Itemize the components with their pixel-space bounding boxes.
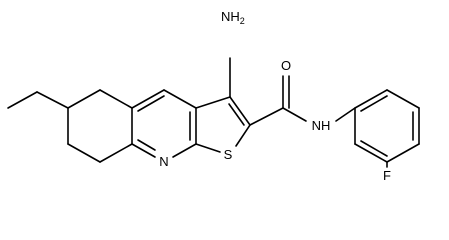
label-thiophene-sulfur: S xyxy=(224,147,233,162)
bond-thio-2-inner xyxy=(228,103,245,126)
bond-sat-2 xyxy=(99,89,133,109)
bond-ar-5-inner xyxy=(360,140,388,157)
bond-ar-1-inner xyxy=(360,95,388,112)
bond-pyr-5 xyxy=(131,143,156,158)
bond-pyr-5-inner xyxy=(137,139,156,151)
bond-sat-1 xyxy=(67,89,101,109)
label-carbonyl-oxygen: O xyxy=(281,58,291,73)
bond-thio-2 xyxy=(229,96,251,126)
bond-ar-4 xyxy=(386,143,420,163)
bond-ethyl-ch2 xyxy=(36,91,69,109)
bond-n-aryl xyxy=(335,107,356,122)
molecule-structure: NH2 O NH N S F xyxy=(7,9,420,183)
bond-thio-4 xyxy=(195,143,221,153)
bond-amide-n xyxy=(282,107,307,122)
bond-ethyl-ch3 xyxy=(7,91,38,109)
bond-sat-5 xyxy=(67,143,101,163)
bond-pyr-4 xyxy=(172,143,197,158)
atom-labels: NH2 O NH N S F xyxy=(159,9,391,183)
label-ring-nitrogen: N xyxy=(159,154,168,169)
label-amine: NH2 xyxy=(221,9,245,26)
bond-pyr-2 xyxy=(163,89,197,109)
bond-ar-2 xyxy=(386,89,420,109)
label-fluorine: F xyxy=(383,168,391,183)
bond-ar-1 xyxy=(354,89,388,109)
bond-thio-1 xyxy=(195,96,231,109)
bonds xyxy=(7,57,420,168)
bond-sat-4 xyxy=(99,143,133,163)
bond-pyr-1-inner xyxy=(137,95,165,112)
bond-amide-c xyxy=(249,107,284,126)
bond-thio-3 xyxy=(235,124,251,147)
label-amide-nh: NH xyxy=(312,118,331,133)
bond-pyr-1 xyxy=(131,89,165,109)
bond-ar-5 xyxy=(354,143,388,163)
